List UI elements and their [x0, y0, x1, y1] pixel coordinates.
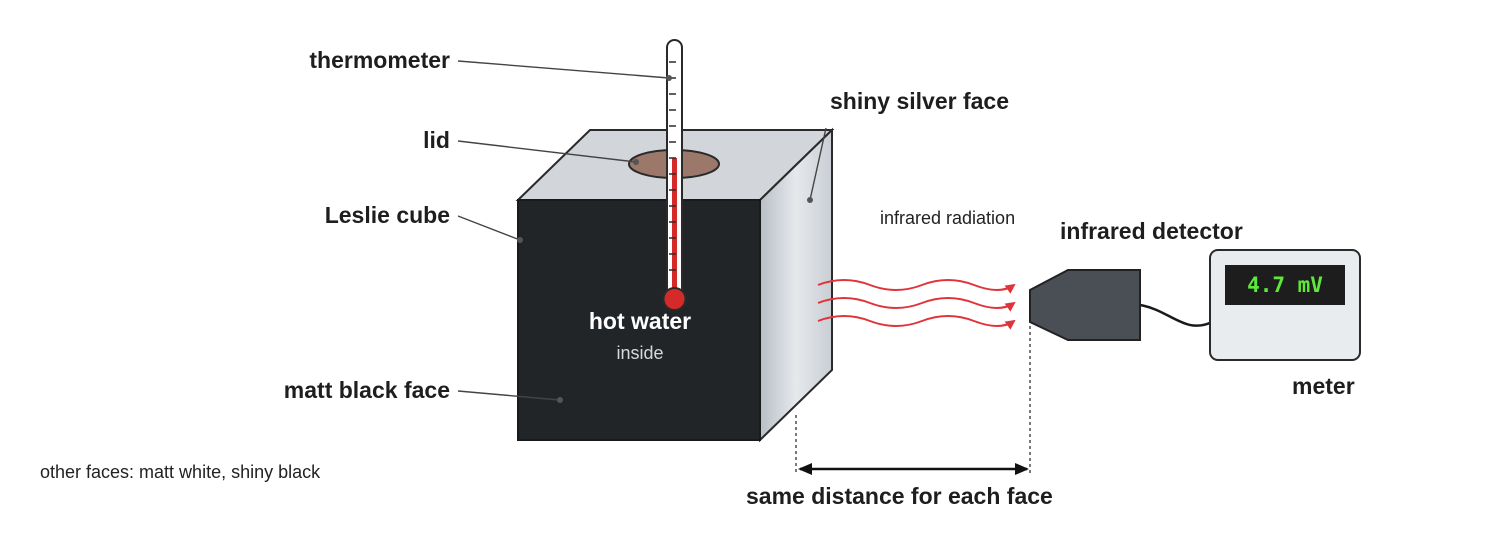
label-infrared-detector: infrared detector [1060, 218, 1243, 244]
leader-matt-black [457, 390, 561, 401]
meter-reading: 4.7 mV [1247, 273, 1323, 297]
leader-thermometer [457, 60, 670, 79]
radiation-wave-2 [817, 297, 1016, 312]
label-hot-water: hot water [588, 308, 692, 334]
label-same-distance: same distance for each face [746, 483, 1053, 509]
leader-leslie-cube [457, 215, 521, 241]
radiation-wave-3 [817, 315, 1016, 330]
label-shiny-silver-face: shiny silver face [830, 88, 1009, 114]
thermometer-icon [662, 39, 687, 311]
label-thermometer: thermometer [309, 47, 450, 73]
label-meter: meter [1292, 373, 1355, 399]
label-infrared-radiation: infrared radiation [880, 208, 1016, 228]
label-inside: inside [616, 343, 664, 363]
infrared-detector-icon [1029, 269, 1213, 341]
radiation-wave-icon [817, 279, 1016, 330]
label-other-faces: other faces: matt white, shiny black [40, 462, 321, 482]
leader-lid [457, 140, 637, 163]
label-lid: lid [423, 127, 450, 153]
radiation-wave-1 [817, 279, 1016, 294]
leader-silver [809, 127, 827, 201]
leader-lines [457, 60, 827, 401]
label-matt-black-face: matt black face [283, 377, 450, 403]
label-leslie-cube: Leslie cube [324, 202, 450, 228]
meter-display: 4.7 mV [1225, 265, 1345, 305]
